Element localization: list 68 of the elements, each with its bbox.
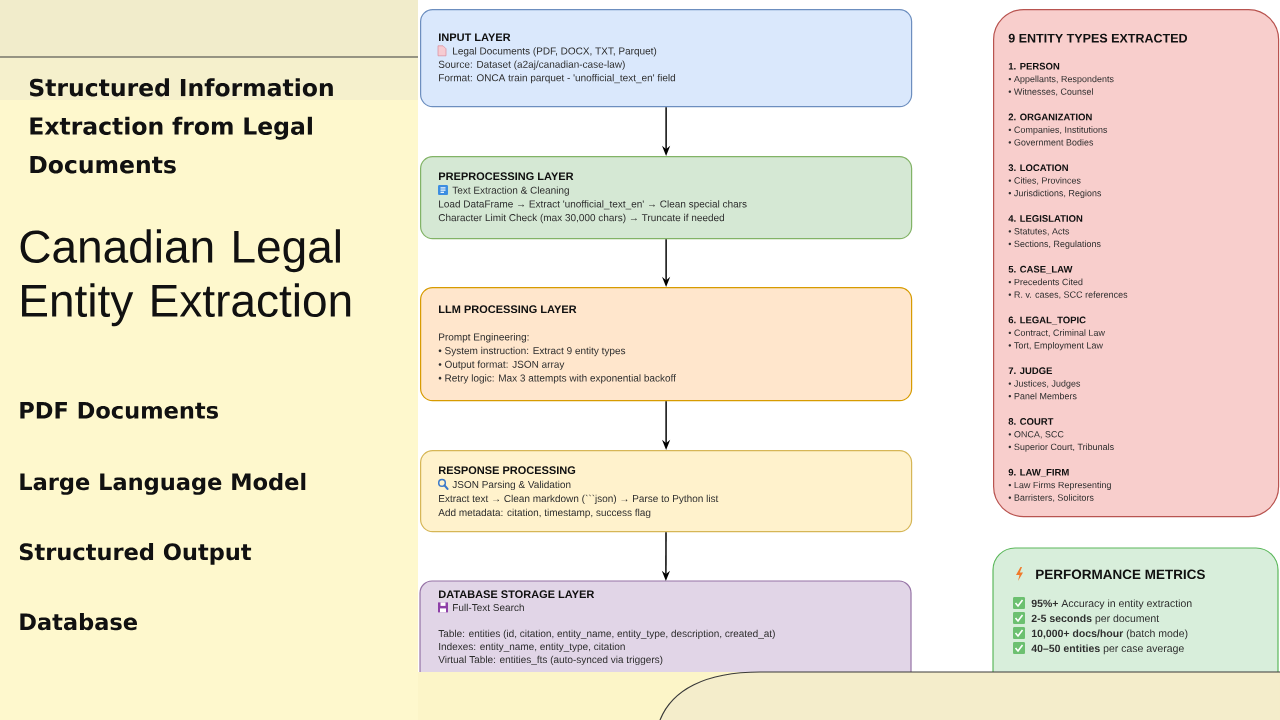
detail-text: Legal Documents (PDF, DOCX, TXT, Parquet) [453,47,657,57]
layer-heading: DATABASE STORAGE LAYER [439,590,595,599]
entity-example: • Precedents Cited [1008,278,1083,286]
entity-example: • Barristers, Solicitors [1008,494,1094,502]
entity-type-heading: 9. LAW_FIRM [1008,468,1069,477]
entity-example: • Superior Court, Tribunals [1008,443,1114,452]
detail-text: • Output format: JSON array [438,360,565,370]
layer-heading: PREPROCESSING LAYER [439,172,574,181]
panel-heading: PERFORMANCE METRICS [1036,569,1205,580]
entity-type-heading: 2. ORGANIZATION [1008,113,1092,121]
entity-example: • Witnesses, Counsel [1008,88,1093,96]
entity-example: • Contract, Criminal Law [1008,329,1105,337]
layer-box [420,450,913,533]
entity-type-heading: 4. LEGISLATION [1008,215,1083,222]
layer-heading: INPUT LAYER [439,33,511,42]
detail-text: Character Limit Check (max 30,000 chars) → Truncate if needed [438,213,724,224]
subtitle: Structured Information Extraction from Legal Documents [29,78,333,174]
metric-text: 95%+ Accuracy in entity extraction [1031,599,1192,610]
layer-heading: LLM PROCESSING LAYER [439,305,577,314]
detail-text: Table: entities (id, citation, entity_name, entity_type, description, created_at) [438,629,775,640]
title: Canadian Legal Entity Extraction [20,229,351,327]
metric-text: 10,000+ docs/hour (batch mode) [1031,629,1188,640]
entity-example: • Tort, Employment Law [1008,341,1103,351]
entity-type-heading: 1. PERSON [1008,62,1060,70]
metrics-panel [992,547,1279,673]
detail-text: Extract text → Clean markdown (```json) → Parse to Python list [439,494,719,505]
detail-text: Add metadata: citation, timestamp, success flag [438,508,651,519]
detail-text: Format: ONCA train parquet - 'unofficial_text_en' field [439,73,676,84]
detail-text: Load DataFrame → Extract 'unofficial_text_en' → Clean special chars [439,200,747,210]
detail-text: Source: Dataset (a2aj/canadian-case-law) [438,60,625,70]
entity-type-heading: 5. CASE_LAW [1008,265,1073,274]
detail-text: Indexes: entity_name, entity_type, citation [439,642,625,653]
entity-example: • R. v. cases, SCC references [1008,291,1128,299]
info-panel [993,9,1280,518]
entity-example: • Sections, Regulations [1008,240,1101,249]
detail-text: Full-Text Search [453,603,524,612]
topic-label: Large Language Model [20,472,306,495]
metric-text: 2-5 seconds per document [1031,614,1160,625]
entity-type-heading: 8. COURT [1008,418,1054,425]
entity-example: • Law Firms Representing [1008,481,1111,490]
entity-example: • Companies, Institutions [1008,126,1108,135]
layer-box [420,9,913,108]
entity-example: • Panel Members [1008,392,1077,400]
entity-example: • Jurisdictions, Regions [1008,189,1102,199]
detail-text: • System instruction: Extract 9 entity types [438,346,626,357]
detail-text: Text Extraction & Cleaning [452,186,569,196]
detail-text: • Retry logic: Max 3 attempts with exponential backoff [438,374,676,384]
detail-text: Virtual Table: entities_fts (auto-synced via triggers) [438,655,663,666]
entity-example: • Government Bodies [1008,138,1094,146]
entity-type-heading: 3. LOCATION [1008,164,1068,172]
detail-text: JSON Parsing & Validation [452,480,571,491]
layer-box [420,287,913,402]
detail-text: Prompt Engineering: [439,333,529,343]
entity-example: • ONCA, SCC [1008,431,1064,439]
layer-box [419,580,912,673]
topic-label: Structured Output [19,542,252,565]
entity-example: • Statutes, Acts [1008,228,1070,236]
layer-heading: RESPONSE PROCESSING [439,466,576,475]
entity-example: • Justices, Judges [1008,380,1081,389]
entity-type-heading: 7. JUDGE [1008,367,1053,375]
entity-example: • Appellants, Respondents [1008,75,1114,84]
entity-type-heading: 6. LEGAL_TOPIC [1008,316,1086,325]
panel-heading: 9 ENTITY TYPES EXTRACTED [1008,33,1188,43]
layer-box [420,156,913,240]
topic-label: Database [20,612,137,631]
topic-label: PDF Documents [20,402,218,419]
entity-example: • Cities, Provinces [1008,177,1081,185]
metric-text: 40–50 entities per case average [1031,644,1184,655]
